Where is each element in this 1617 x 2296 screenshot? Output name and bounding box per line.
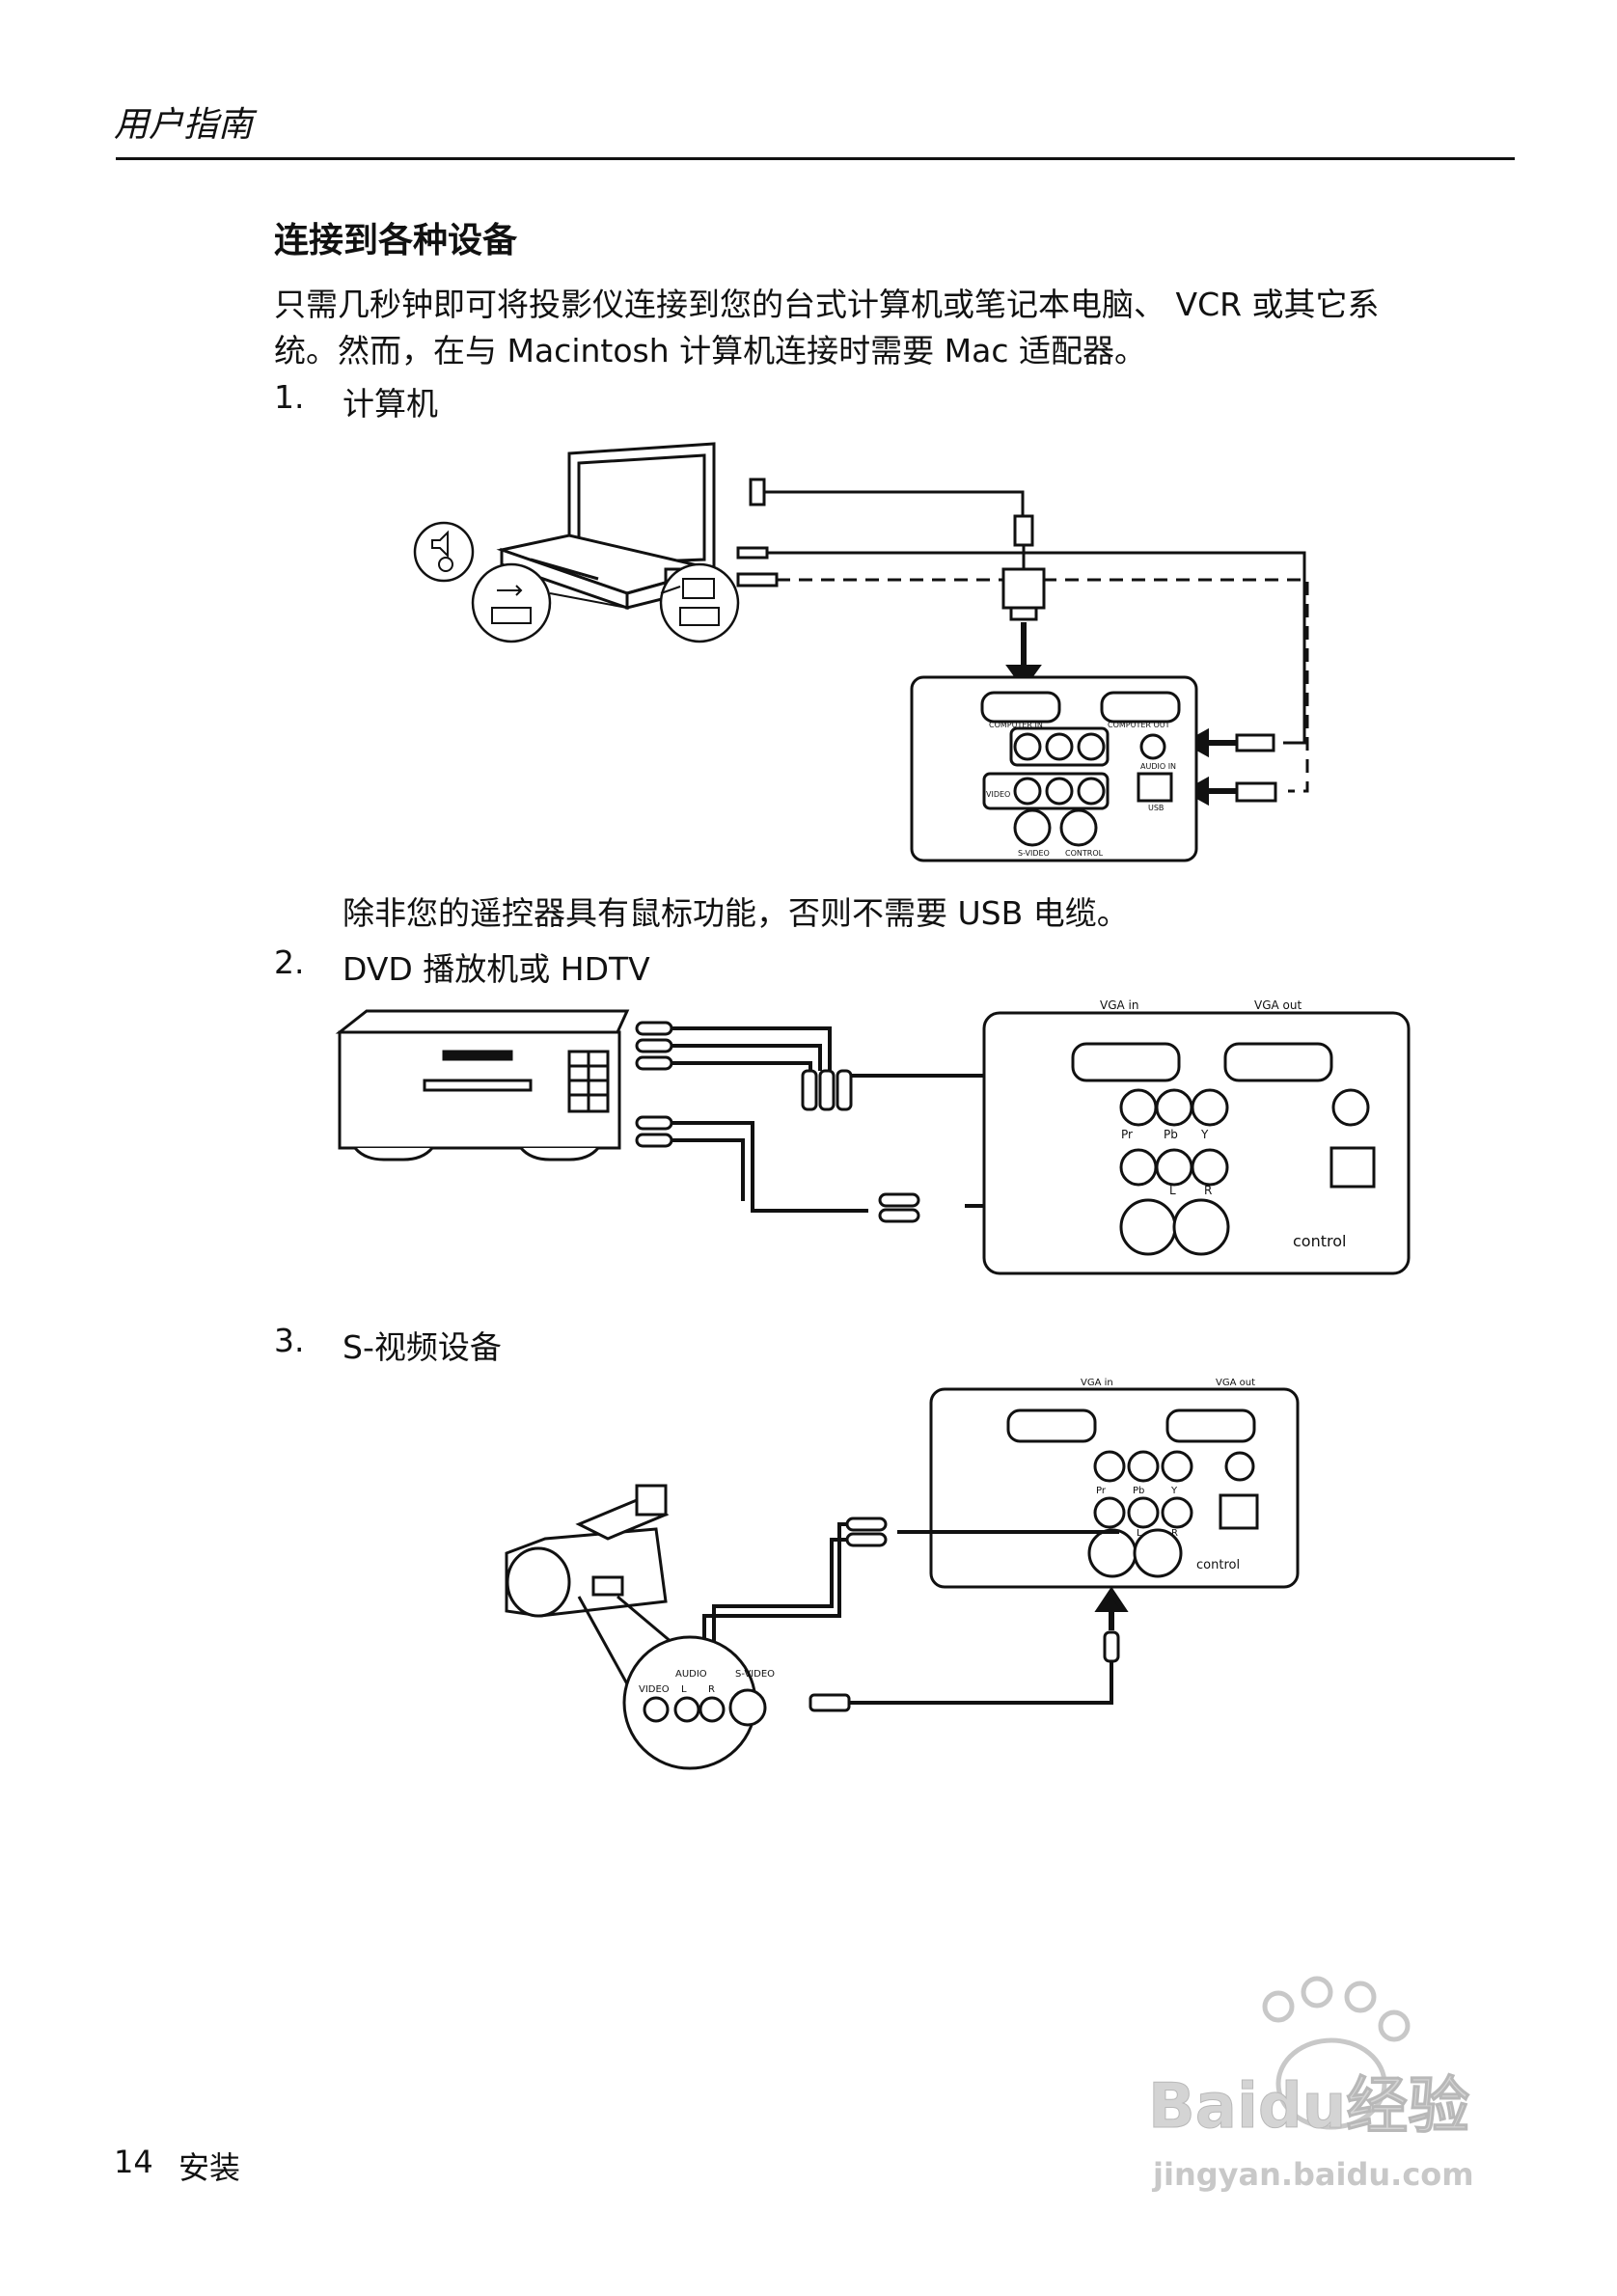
s-video-connection-diagram: VGA in VGA out Pr Pb Y L R control — [505, 1378, 1300, 1770]
camcorder-label-audio: AUDIO — [675, 1669, 707, 1680]
port-label-usb: USB — [1148, 804, 1164, 812]
camcorder-illustration — [505, 1484, 710, 1737]
port-label-control: CONTROL — [1065, 849, 1104, 858]
port-label-control-3: control — [1196, 1558, 1240, 1572]
baidu-watermark: Baidu经验 jingyan.baidu.com — [1148, 1976, 1474, 2193]
port-label-r: R — [1204, 1184, 1212, 1197]
port-label-audio-in: AUDIO IN — [1140, 762, 1176, 771]
port-label-pr: Pr — [1121, 1128, 1133, 1141]
port-label-r-3: R — [1171, 1528, 1178, 1539]
computer-connection-diagram: COMPUTER IN COMPUTER OUT AUDIO IN VIDEO … — [413, 442, 1309, 862]
dvd-player-illustration — [335, 1009, 630, 1162]
port-label-control: control — [1293, 1232, 1346, 1250]
item-number-1: 1. — [274, 378, 305, 416]
port-label-computer-in: COMPUTER IN — [989, 721, 1043, 729]
item-label-s-video: S-视频设备 — [343, 1328, 502, 1366]
camcorder-label-r: R — [708, 1684, 715, 1695]
dvd-connection-diagram: VGA in VGA out Pr Pb Y L R control — [335, 998, 1411, 1275]
chapter-label: 安装 — [178, 2149, 241, 2186]
port-label-computer-out: COMPUTER OUT — [1108, 721, 1170, 729]
page-number: 14 — [114, 2144, 153, 2180]
intro-line-1: 只需几秒钟即可将投影仪连接到您的台式计算机或笔记本电脑、 VCR 或其它系 — [274, 286, 1380, 323]
port-label-vga-out-3: VGA out — [1216, 1378, 1255, 1388]
projector-panel-2 — [982, 1011, 1411, 1275]
port-label-pr-3: Pr — [1096, 1486, 1107, 1496]
projector-panel-1 — [910, 675, 1198, 862]
watermark-brand: Baidu经验 — [1148, 2071, 1469, 2143]
usb-callout — [471, 562, 552, 643]
item-label-computer: 计算机 — [343, 385, 438, 423]
camcorder-label-l: L — [681, 1684, 687, 1695]
camcorder-callout — [622, 1635, 767, 1770]
header-rule — [116, 157, 1515, 160]
item-number-2: 2. — [274, 943, 305, 981]
port-label-vga-in: VGA in — [1100, 998, 1138, 1012]
item-label-dvd: DVD 播放机或 HDTV — [343, 950, 650, 988]
port-label-y: Y — [1200, 1128, 1209, 1141]
port-label-y-3: Y — [1170, 1486, 1178, 1496]
port-label-s-video: S-VIDEO — [1018, 849, 1050, 858]
camcorder-label-s-video: S-VIDEO — [735, 1669, 775, 1680]
port-label-pb: Pb — [1164, 1128, 1178, 1141]
vga-callout — [659, 562, 740, 643]
item-number-3: 3. — [274, 1322, 305, 1359]
intro-line-2: 统。然而，在与 Macintosh 计算机连接时需要 Mac 适配器。 — [274, 332, 1146, 369]
port-label-pb-3: Pb — [1133, 1486, 1144, 1496]
port-label-l-3: L — [1137, 1528, 1142, 1539]
watermark-url: jingyan.baidu.com — [1151, 2156, 1474, 2193]
projector-panel-3 — [929, 1387, 1300, 1589]
port-label-video: VIDEO — [986, 790, 1010, 799]
port-label-vga-in-3: VGA in — [1081, 1378, 1113, 1388]
port-label-vga-out: VGA out — [1254, 998, 1302, 1012]
running-header: 用户指南 — [114, 105, 254, 145]
port-label-l: L — [1169, 1184, 1176, 1197]
usb-note: 除非您的遥控器具有鼠标功能，否则不需要 USB 电缆。 — [343, 894, 1129, 932]
camcorder-label-video: VIDEO — [639, 1684, 670, 1695]
section-title: 连接到各种设备 — [274, 221, 518, 260]
